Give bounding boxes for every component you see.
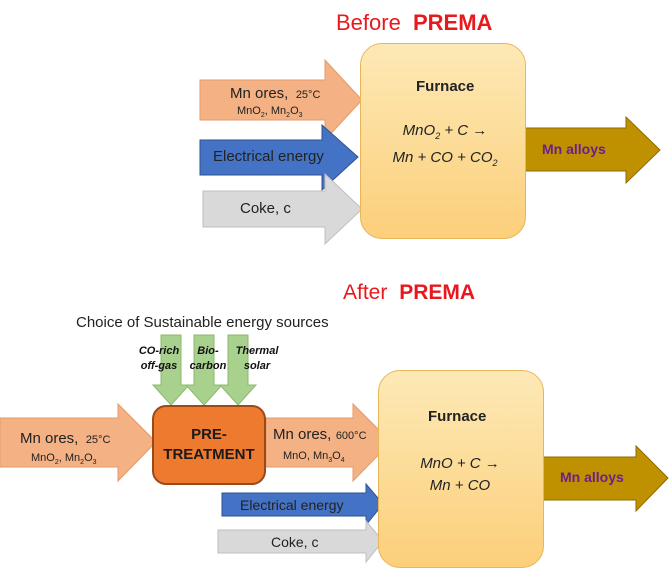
- energy-source-co-off-gas: CO-rich off-gas: [138, 345, 180, 372]
- furnace-equation-line2-before: Mn + CO + CO2: [392, 149, 498, 168]
- mn-ores-oxides-before: MnO2, Mn2O3: [237, 105, 303, 120]
- mn-ores-arrow-after: [0, 402, 157, 483]
- mn-alloys-label-before: Mn alloys: [542, 141, 606, 157]
- furnace-title-after: Furnace: [428, 408, 487, 425]
- electrical-energy-arrow-before: [199, 123, 359, 192]
- furnace-after: [378, 370, 544, 568]
- green-arrow-bio-carbon: [184, 334, 224, 406]
- mn-alloys-arrow-after: [540, 444, 669, 513]
- mn-ores-label-after: Mn ores, 25°C: [20, 430, 111, 447]
- pretreatment-line2: TREATMENT: [163, 446, 255, 463]
- pretreatment-line1: PRE-: [191, 426, 227, 443]
- treated-mn-ores-label: Mn ores, 600°C: [273, 426, 367, 443]
- treated-mn-ores-arrow: [265, 402, 392, 483]
- energy-choice-label: Choice of Sustainable energy sources: [76, 314, 329, 331]
- furnace-equation-before: MnO2 + C → Mn + CO + CO2: [380, 120, 510, 174]
- energy-source-bio-carbon: Bio- carbon: [189, 345, 227, 372]
- furnace-equation-line1-after: MnO + C →: [420, 455, 500, 472]
- furnace-equation-line2-after: Mn + CO: [429, 477, 491, 494]
- coke-label-before: Coke, c: [240, 200, 291, 217]
- electrical-energy-label-before: Electrical energy: [213, 148, 324, 165]
- electrical-energy-arrow-after: [221, 482, 384, 527]
- energy-source-thermal-solar: Thermal solar: [235, 345, 279, 372]
- before-title: Before PREMA: [336, 10, 493, 35]
- furnace-title-before: Furnace: [416, 78, 475, 95]
- coke-label-after: Coke, c: [271, 534, 319, 550]
- mn-ores-label-before: Mn ores, 25°C: [230, 85, 321, 102]
- coke-arrow-before: [202, 172, 363, 246]
- green-arrow-co-off-gas: [151, 334, 191, 406]
- pretreatment-box: PRE- TREATMENT: [152, 405, 266, 485]
- green-arrow-thermal-solar: [218, 334, 258, 406]
- mn-alloys-arrow-before: [523, 115, 661, 185]
- mn-ores-arrow-before: [199, 58, 363, 142]
- mn-ores-oxides-after: MnO2, Mn2O3: [31, 452, 97, 467]
- furnace-equation-line1-before: MnO2 + C →: [402, 122, 488, 141]
- electrical-energy-label-after: Electrical energy: [240, 497, 344, 513]
- furnace-equation-after: MnO + C → Mn + CO: [395, 453, 525, 497]
- after-title: After PREMA: [343, 281, 476, 304]
- mn-alloys-label-after: Mn alloys: [560, 469, 624, 485]
- coke-arrow-after: [217, 519, 384, 564]
- treated-mn-ores-oxides: MnO, Mn3O4: [283, 450, 345, 465]
- furnace-before: [360, 43, 526, 239]
